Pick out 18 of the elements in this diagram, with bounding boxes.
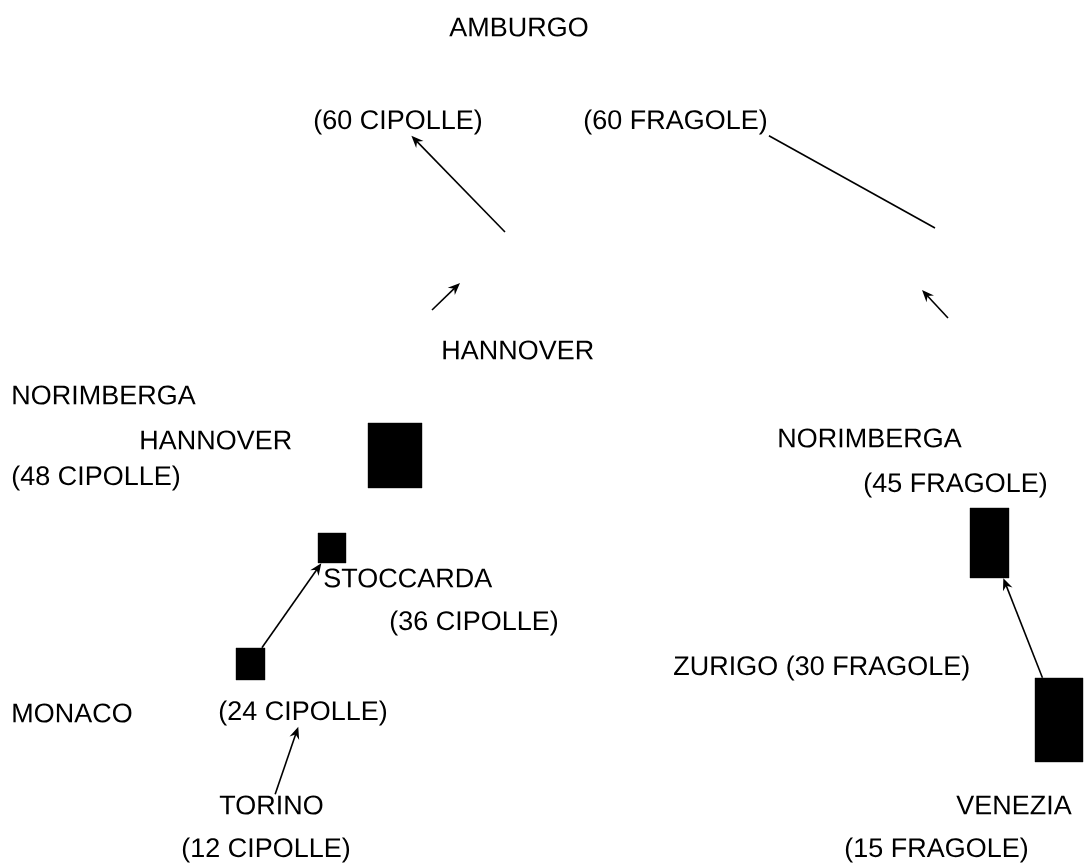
city-label: TORINO — [219, 795, 323, 815]
bar — [317, 532, 347, 564]
bar — [969, 507, 1010, 579]
city-label: (12 CIPOLLE) — [182, 837, 350, 863]
city-label: (15 FRAGOLE) — [845, 837, 1028, 863]
city-label: (60 CIPOLLE) — [314, 109, 482, 135]
city-label: AMBURGO — [449, 17, 588, 37]
city-label: (45 FRAGOLE) — [864, 472, 1047, 498]
bar — [367, 422, 423, 489]
city-label: (36 CIPOLLE) — [390, 610, 558, 636]
city-label: ZURIGO (30 FRAGOLE) — [674, 655, 969, 681]
city-label: (24 CIPOLLE) — [219, 700, 387, 726]
bar — [1034, 677, 1084, 763]
bar — [235, 647, 266, 681]
city-label: (48 CIPOLLE) — [12, 465, 180, 491]
city-label: NORIMBERGA — [13, 385, 196, 405]
city-label: HANNOVER — [141, 430, 291, 450]
city-label: (60 FRAGOLE) — [584, 109, 767, 135]
